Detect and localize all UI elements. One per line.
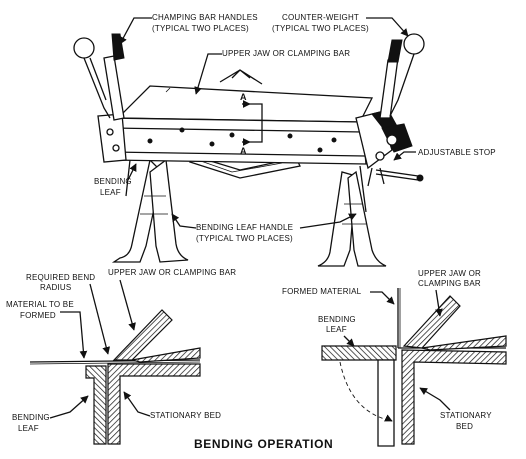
clamping-bar-handles-sub-label: (TYPICAL TWO PLACES): [152, 24, 249, 33]
leaf-swing-arc: [339, 361, 389, 421]
left-clamping-bar-handle: [73, 33, 125, 121]
adjustable-stop: [375, 169, 424, 182]
diagram-title: BENDING OPERATION: [194, 437, 333, 451]
bending-leaf-handle-sub-label: (TYPICAL TWO PLACES): [196, 234, 293, 243]
section-a-bottom-label: A: [240, 146, 247, 156]
bending-leaf-left: [85, 365, 107, 445]
right-clamping-bar-handle: [379, 33, 425, 119]
counter-weight-sub-label: (TYPICAL TWO PLACES): [272, 24, 369, 33]
stationary-bed-right-label-line1: STATIONARY: [440, 411, 492, 420]
bending-leaf-right-label-line1: BENDING: [318, 315, 356, 324]
bending-detail-right: FORMED MATERIAL UPPER JAW OR CLAMPING BA…: [282, 269, 507, 447]
bending-leaf-left-label-line1: BENDING: [12, 413, 50, 422]
bending-leaf-top-label-line2: LEAF: [100, 188, 121, 197]
section-a-top-label: A: [240, 92, 247, 102]
upper-jaw-right-label-line1: UPPER JAW OR: [418, 269, 481, 278]
stationary-bed-right: [401, 349, 507, 445]
left-bending-leaf-handle: [125, 159, 131, 197]
upper-jaw-left-label: UPPER JAW OR CLAMPING BAR: [108, 268, 236, 277]
bending-leaf-right: [321, 345, 397, 361]
right-hinge-mechanism: [355, 109, 413, 187]
section-a-marker: [242, 100, 263, 146]
bending-brake-machine: A A CHAMPING BAR HANDLES (TYPICAL TWO PL…: [73, 13, 496, 267]
clamping-bar-handles-label: CHAMPING BAR HANDLES: [152, 13, 258, 22]
upper-jaw-top-label: UPPER JAW OR CLAMPING BAR: [222, 49, 350, 58]
counter-weight-label: COUNTER-WEIGHT: [282, 13, 359, 22]
stationary-bed-left: [107, 363, 201, 445]
leaf-support-right: [377, 359, 395, 447]
material-to-be-formed-label-line1: MATERIAL TO BE: [6, 300, 74, 309]
stationary-bed-left-label: STATIONARY BED: [150, 411, 221, 420]
bending-leaf-handle-label: BENDING LEAF HANDLE: [196, 223, 293, 232]
bed-front-face: [107, 117, 367, 165]
left-end-block: [97, 113, 127, 163]
upper-jaw-left: [112, 309, 173, 361]
formed-material-label: FORMED MATERIAL: [282, 287, 362, 296]
material-to-be-formed-label-line2: FORMED: [20, 311, 56, 320]
bending-detail-left: REQUIRED BEND RADIUS UPPER JAW OR CLAMPI…: [6, 268, 236, 445]
bending-leaf-right-label-line2: LEAF: [326, 325, 347, 334]
right-bending-leaf-handle: [359, 165, 367, 213]
top-mast: [219, 69, 263, 85]
right-leg: [317, 170, 387, 267]
required-bend-label-line1: REQUIRED BEND: [26, 273, 95, 282]
adjustable-stop-label: ADJUSTABLE STOP: [418, 148, 496, 157]
stationary-bed-right-label-line2: BED: [456, 422, 473, 431]
bed-bolts: [147, 127, 337, 153]
bending-leaf-left-label-line2: LEAF: [18, 424, 39, 433]
required-bend-label-line2: RADIUS: [40, 283, 71, 292]
left-leg: [111, 158, 189, 263]
upper-jaw-right: [402, 295, 461, 349]
bending-leaf-top-label-line1: BENDING: [94, 177, 132, 186]
upper-jaw-right-label-line2: CLAMPING BAR: [418, 279, 481, 288]
